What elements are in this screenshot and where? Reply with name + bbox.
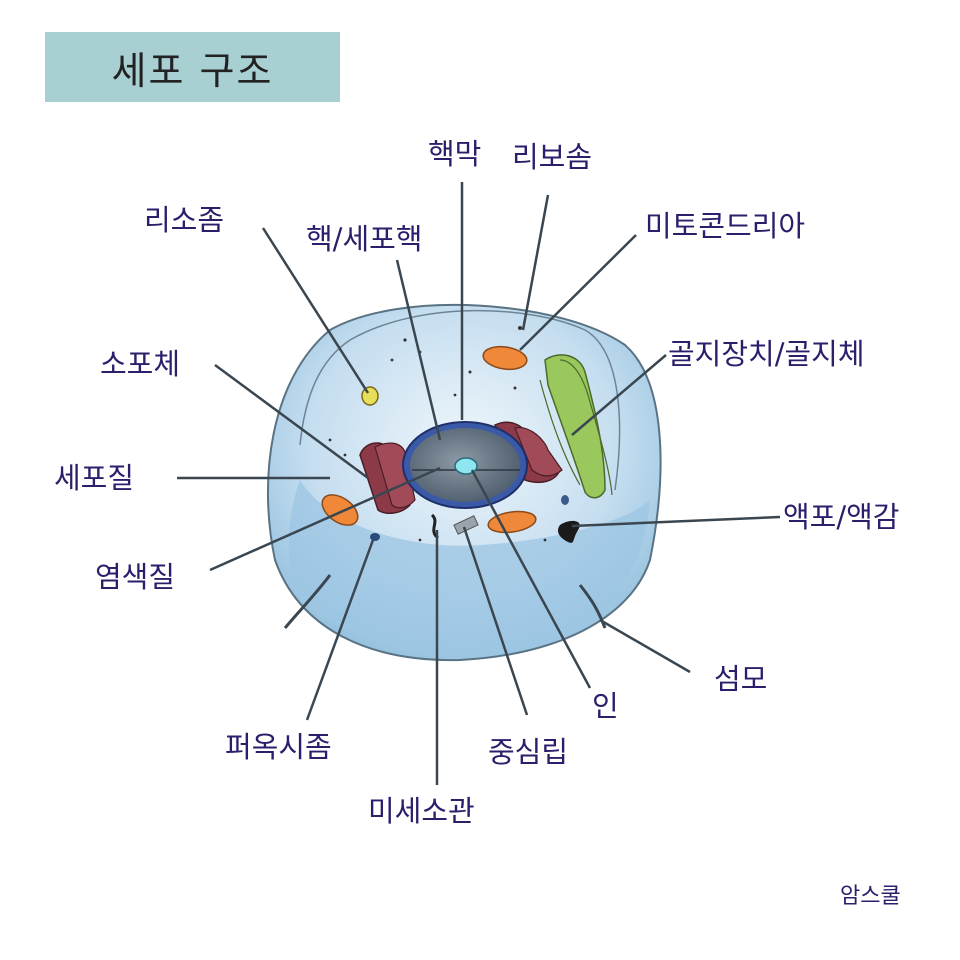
label-mitochondria: 미토콘드리아 [645,209,806,243]
peroxisome [370,533,380,541]
label-vesicle: 소포체 [100,347,181,381]
cilia [283,574,607,629]
centriole [453,515,479,535]
mitochondria [321,345,537,534]
label-golgi: 골지장치/골지체 [668,337,865,371]
nucleolus [454,457,478,475]
credit-text: 암스쿨 [840,884,901,909]
label-lysosome: 리소좀 [144,203,225,237]
label-vacuole: 액포/액감 [783,500,900,534]
label-nucleolus: 인 [592,689,619,723]
golgi-apparatus [539,354,613,499]
label-microtubule: 미세소관 [368,794,475,828]
label-chromatin: 염색질 [95,560,176,594]
nucleus [402,421,528,509]
label-nuclear-membrane: 핵막 [428,137,482,171]
label-ribosome: 리보솜 [512,140,593,174]
lysosome [361,386,379,406]
page-title: 세포 구조 [111,48,274,93]
vesicle [561,495,569,505]
leader-lines [177,182,781,785]
label-cytoplasm: 세포질 [54,461,135,495]
label-cilia: 섬모 [714,662,768,696]
label-centriole: 중심립 [488,735,569,769]
label-peroxisome: 퍼옥시좀 [225,730,332,764]
title-box: 세포 구조 [45,32,340,102]
label-nucleus: 핵/세포핵 [306,222,423,256]
